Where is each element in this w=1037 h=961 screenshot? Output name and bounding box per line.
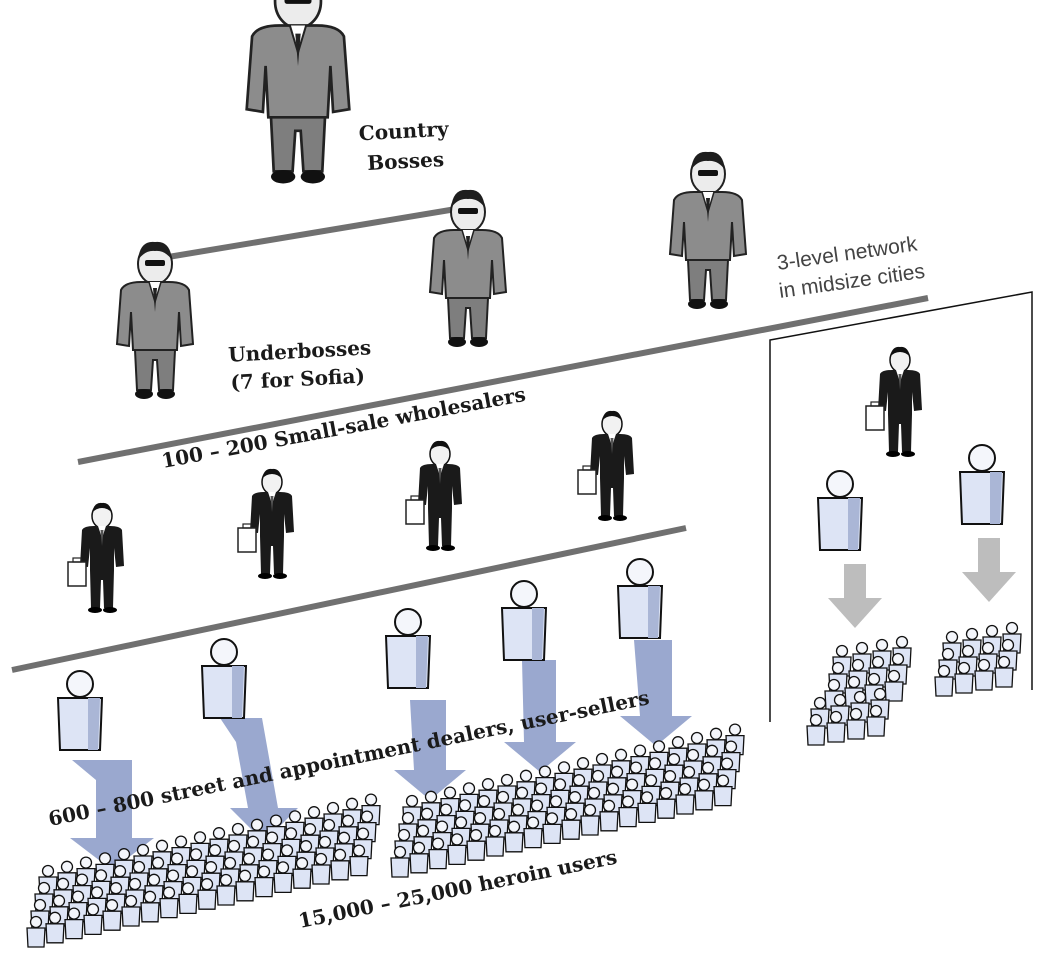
dealer-figure-icon xyxy=(201,638,247,719)
country-bosses-label-line2: Bosses xyxy=(367,147,445,175)
dealer-figure-icon xyxy=(57,670,103,751)
dealer-figure-icon xyxy=(385,608,431,689)
wholesaler-figure-icon xyxy=(577,410,635,522)
midsize-arrows xyxy=(828,538,1016,628)
arrow-icon xyxy=(620,640,692,746)
midsize-cities-network-box xyxy=(769,291,1033,722)
wholesaler-figure-icon xyxy=(237,468,295,580)
country-boss-icon xyxy=(245,0,351,185)
divider-lines xyxy=(11,203,929,673)
arrow-icon xyxy=(70,760,154,870)
underbosses-label: Underbosses (7 for Sofia) xyxy=(228,335,372,394)
divider-underbosses-wholesalers xyxy=(77,295,929,465)
arrow-icon xyxy=(504,660,576,772)
country-bosses-label-line1: Country xyxy=(358,117,450,146)
underboss-figure-icon xyxy=(116,240,194,400)
dealer-to-users-arrows xyxy=(70,640,692,870)
arrow-icon xyxy=(828,564,882,628)
wholesaler-figure-icon xyxy=(865,346,923,458)
underboss-figure-icon xyxy=(669,150,747,310)
divider-country-underbosses xyxy=(137,203,475,265)
dealer-figure-icon xyxy=(617,558,663,639)
dealer-figure-icon xyxy=(817,470,863,551)
midsize-network-label: 3-level network in midsize cities xyxy=(775,232,926,303)
wholesaler-figure-icon xyxy=(405,440,463,552)
arrow-icon xyxy=(962,538,1016,602)
dealer-figure-icon xyxy=(501,580,547,661)
underbosses-group xyxy=(116,150,747,400)
wholesaler-figure-icon xyxy=(67,502,125,614)
arrow-icon xyxy=(394,700,466,800)
arrow-icon xyxy=(220,718,298,842)
dealer-figure-icon xyxy=(959,444,1005,525)
country-bosses-label: Country Bosses xyxy=(358,117,450,175)
divider-wholesalers-dealers xyxy=(11,525,687,673)
underbosses-label-line1: Underbosses xyxy=(228,335,372,366)
underbosses-label-line2: (7 for Sofia) xyxy=(230,364,366,395)
wholesalers-label: 100 – 200 Small-sale wholesalers xyxy=(160,382,528,473)
